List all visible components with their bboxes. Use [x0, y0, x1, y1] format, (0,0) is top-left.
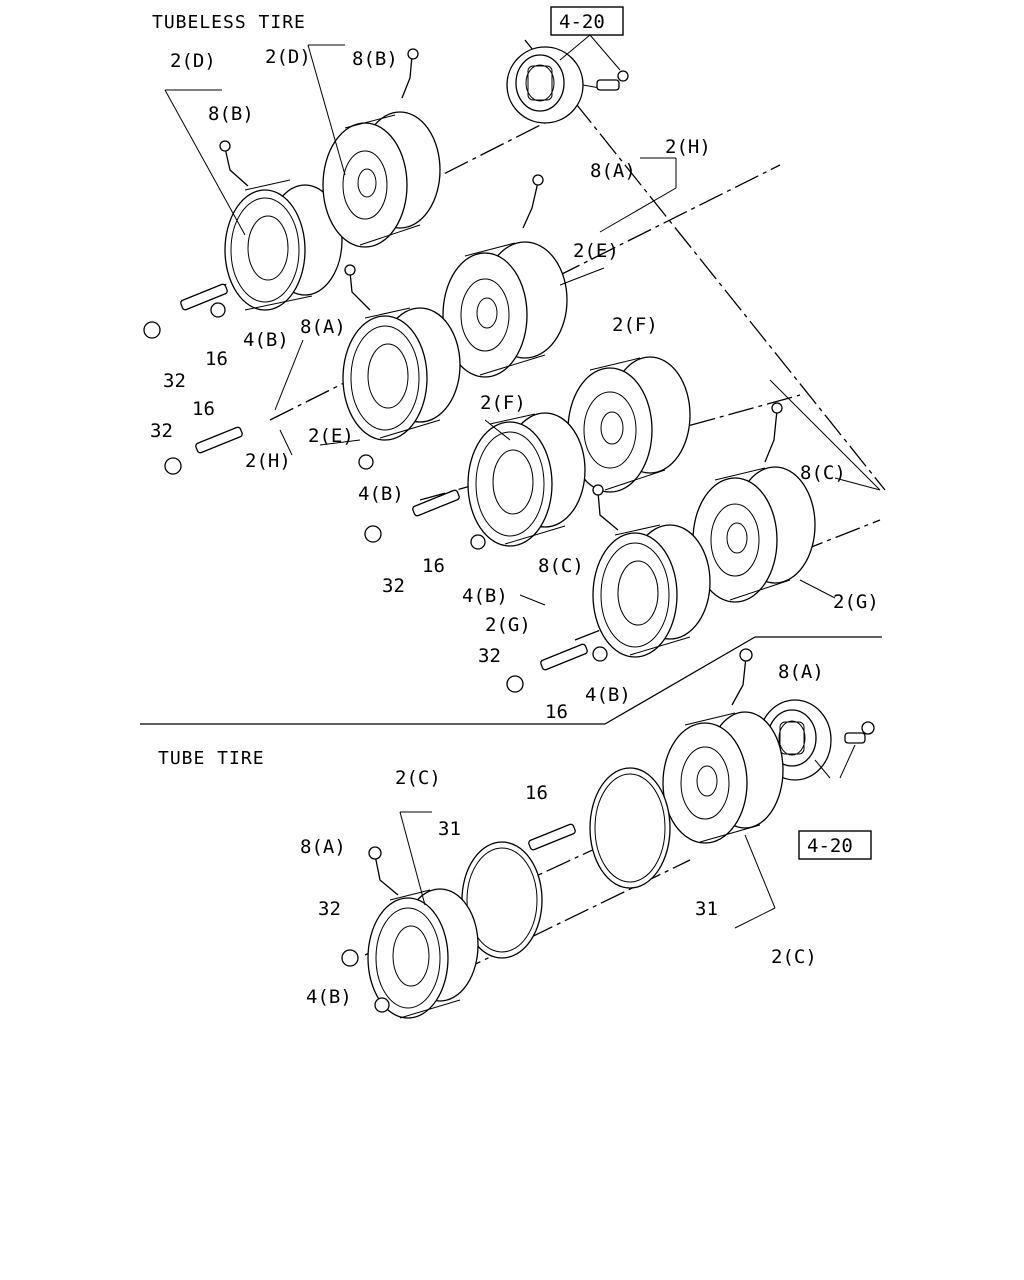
label-32-2: 32	[150, 420, 173, 442]
wheel-2g-right	[692, 466, 816, 603]
leader-lines	[164, 34, 881, 929]
wheel-2e-left	[342, 307, 461, 441]
label-16-3: 16	[422, 555, 445, 577]
ref-label-bottom: 4-20	[807, 835, 853, 857]
label-2h-bottom: 2(H)	[245, 450, 291, 472]
label-2e-right: 2(E)	[573, 240, 619, 262]
label-32-1: 32	[163, 370, 186, 392]
studs-and-nuts	[143, 283, 608, 1013]
ref-box-bottom: 4-20	[798, 830, 872, 860]
label-2f-right: 2(F)	[612, 314, 658, 336]
hub-top	[506, 46, 629, 124]
label-8c-right: 8(C)	[800, 462, 846, 484]
ring-31-right	[589, 767, 671, 889]
label-2d-right: 2(D)	[265, 46, 311, 68]
label-2g-right: 2(G)	[833, 591, 879, 613]
ref-box-top: 4-20	[550, 6, 624, 36]
wheel-2f-left	[467, 412, 586, 547]
label-4b-2: 4(B)	[358, 483, 404, 505]
section-title-tubeless: TUBELESS TIRE	[152, 12, 306, 33]
label-32-3: 32	[382, 575, 405, 597]
valve-stems	[219, 48, 783, 896]
label-8a-top: 8(A)	[590, 160, 636, 182]
wheel-2c-left	[367, 888, 479, 1019]
wheel-2d-right	[322, 111, 441, 248]
ref-label-top: 4-20	[559, 11, 605, 33]
label-2g-left: 2(G)	[485, 614, 531, 636]
label-16-tube: 16	[525, 782, 548, 804]
label-4b-1: 4(B)	[243, 329, 289, 351]
label-16-1: 16	[205, 348, 228, 370]
label-8b-left: 8(B)	[208, 103, 254, 125]
label-4b-3: 4(B)	[462, 585, 508, 607]
label-4b-tube: 4(B)	[306, 986, 352, 1008]
label-2f-left: 2(F)	[480, 392, 526, 414]
label-31-right: 31	[695, 898, 718, 920]
wheel-2g-left	[592, 524, 711, 658]
label-8c-mid: 8(C)	[538, 555, 584, 577]
label-32-tube: 32	[318, 898, 341, 920]
label-2h-top: 2(H)	[665, 136, 711, 158]
wheel-2c-right	[662, 711, 784, 844]
callout-labels: 2(D) 2(D) 8(B) 8(B) 2(H) 8(A) 2(E) 8(A) …	[150, 46, 879, 1008]
wheel-2e-right	[442, 241, 568, 378]
label-8a-tube-left: 8(A)	[300, 836, 346, 858]
label-4b-4: 4(B)	[585, 684, 631, 706]
label-31-left: 31	[438, 818, 461, 840]
label-2d-left: 2(D)	[170, 50, 216, 72]
label-32-4: 32	[478, 645, 501, 667]
section-title-tube: TUBE TIRE	[158, 748, 265, 769]
ring-31-left	[461, 841, 543, 959]
label-8a-tube-right: 8(A)	[778, 661, 824, 683]
label-2e-left: 2(E)	[308, 425, 354, 447]
label-8a-mid: 8(A)	[300, 316, 346, 338]
wheel-2d-left	[224, 179, 343, 311]
section-dividers	[140, 636, 882, 725]
label-2c-tube-bottom: 2(C)	[771, 946, 817, 968]
label-16-4: 16	[545, 701, 568, 723]
label-2c-tube-top: 2(C)	[395, 767, 441, 789]
label-8b-right: 8(B)	[352, 48, 398, 70]
label-16-2: 16	[192, 398, 215, 420]
wheel-2f-right	[567, 356, 691, 493]
